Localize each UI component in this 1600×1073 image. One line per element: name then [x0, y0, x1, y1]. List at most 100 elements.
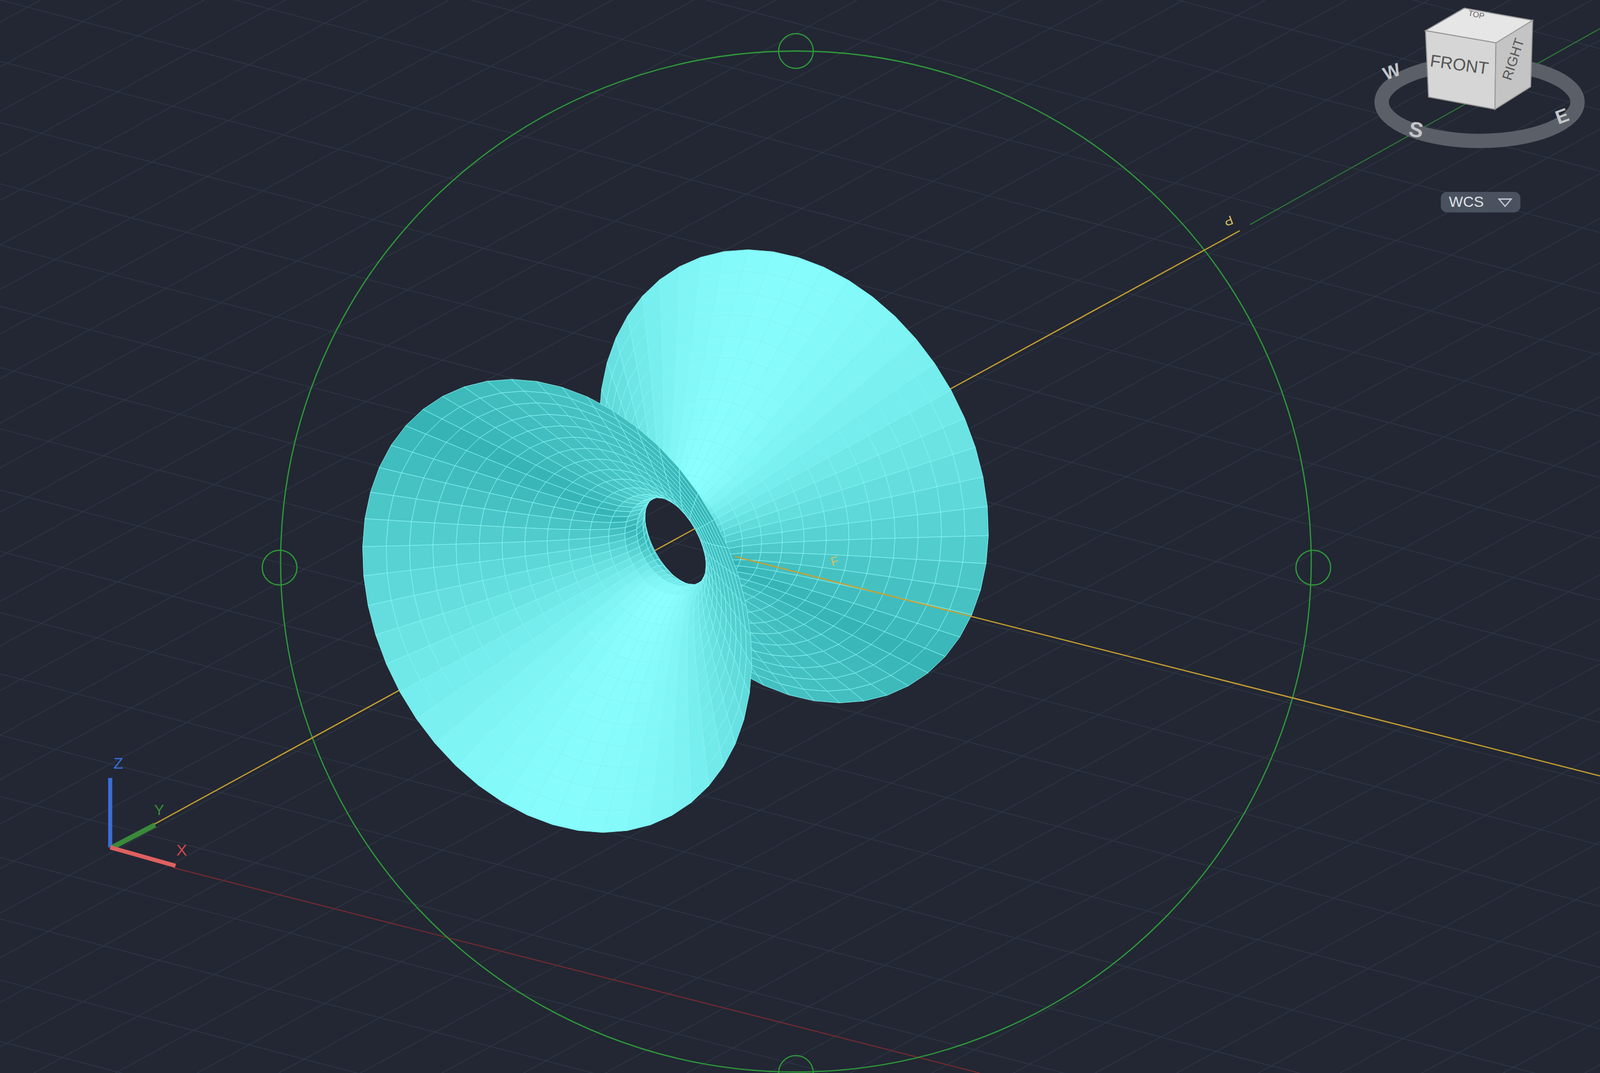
mesh-face	[502, 555, 528, 576]
y-axis-line	[1249, 28, 1600, 225]
orbit-grips	[262, 33, 1331, 1073]
grid-line	[0, 0, 613, 1073]
mesh-face	[502, 541, 526, 559]
grid-line	[0, 0, 1600, 111]
grid-line	[0, 0, 1429, 1073]
mesh-face	[609, 521, 627, 530]
mesh-face	[608, 787, 636, 811]
grid-line	[0, 0, 1511, 1073]
grid-line	[0, 130, 1600, 662]
grid-line	[1224, 0, 1600, 1073]
mesh-face	[894, 514, 919, 539]
grid-line	[0, 0, 1184, 1073]
grid-line	[0, 7, 1600, 539]
grid-line	[81, 0, 1600, 1073]
mesh-face	[433, 564, 460, 591]
mesh-face	[803, 540, 827, 555]
mesh-face	[871, 517, 896, 539]
mesh-face	[627, 803, 653, 831]
mesh-face	[456, 543, 481, 565]
grid-line	[489, 0, 1600, 1073]
mesh-face	[745, 628, 753, 666]
grid-line	[0, 0, 858, 1073]
mesh-face	[732, 499, 755, 517]
grid-line	[0, 804, 1600, 1073]
mesh-face	[712, 519, 729, 548]
mesh-face	[768, 479, 794, 500]
mesh-face	[825, 539, 850, 556]
grid-line	[0, 559, 1600, 1073]
grid-line	[0, 0, 531, 1073]
mesh-face	[502, 526, 527, 543]
mesh-face	[800, 553, 826, 568]
grid-line	[734, 0, 1600, 1073]
mesh-face	[409, 544, 434, 571]
mesh-face	[365, 491, 394, 521]
grid-line	[0, 498, 1600, 1030]
mesh-face	[589, 529, 610, 539]
grid-line	[1142, 0, 1600, 1073]
mesh-face	[546, 539, 569, 553]
ucs-icon	[110, 777, 176, 866]
grid-line	[1387, 0, 1600, 1073]
grid-line	[0, 69, 1600, 601]
grid-line	[408, 0, 1600, 1073]
mesh-face	[844, 555, 871, 574]
grid-line	[0, 0, 1600, 356]
mesh-face	[457, 505, 485, 526]
mesh-face	[847, 538, 872, 557]
mesh-face	[706, 749, 724, 786]
mesh-face	[870, 538, 895, 559]
mesh-face	[695, 496, 713, 523]
grid-line	[0, 926, 1600, 1073]
mesh-face	[718, 509, 737, 524]
grid-line	[0, 191, 1600, 723]
mesh-face	[696, 493, 715, 521]
mesh-face	[781, 541, 804, 554]
axis-line	[152, 230, 1240, 826]
mesh-face	[893, 537, 919, 560]
mesh-face	[761, 542, 783, 553]
mesh-face	[672, 782, 692, 816]
mesh-face	[964, 506, 989, 537]
mesh-face	[911, 559, 940, 584]
grid-line	[0, 0, 776, 1073]
mesh-face	[479, 542, 503, 562]
orbit-circle	[280, 51, 1312, 1072]
grid-line	[0, 0, 286, 1073]
grid-line	[898, 0, 1600, 1073]
mesh-face	[779, 552, 803, 565]
grid-line	[0, 253, 1600, 785]
grid-line	[326, 0, 1600, 1073]
mesh-face	[750, 489, 774, 509]
mesh-face	[602, 809, 632, 833]
mesh-face	[658, 446, 680, 474]
mesh-face	[939, 536, 966, 563]
axis-letter: X	[176, 842, 188, 859]
mesh-face	[738, 559, 759, 569]
mesh-face	[410, 567, 438, 596]
mesh-face	[561, 386, 594, 408]
mesh-face	[940, 508, 966, 537]
mesh-face	[848, 520, 872, 540]
grid-line	[0, 0, 42, 1073]
axis-letter: Z	[113, 755, 124, 772]
grid-line	[0, 0, 368, 1073]
axis-letter: Y	[154, 802, 165, 818]
ucs-dropdown	[1440, 191, 1521, 213]
grid-line	[979, 0, 1600, 1073]
grid-line	[0, 0, 1600, 478]
mesh-face	[822, 554, 848, 571]
grid-line	[816, 0, 1600, 1073]
grid-line	[1061, 0, 1600, 1073]
mesh-face	[362, 518, 389, 547]
mesh-face	[724, 546, 739, 577]
grid-line	[0, 0, 1266, 1073]
mesh-face	[758, 552, 782, 562]
point-label: P	[1222, 213, 1235, 229]
